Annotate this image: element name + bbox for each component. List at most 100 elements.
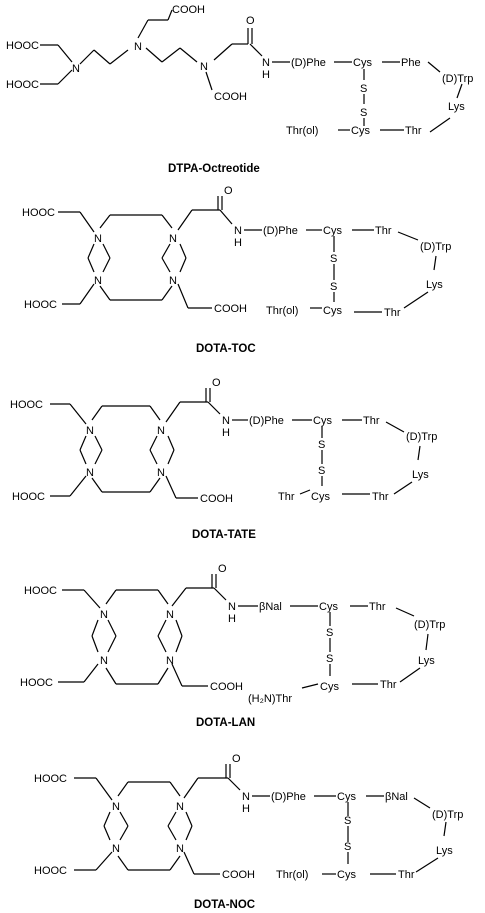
tate-bonds xyxy=(50,388,421,499)
toc-residue-trp: (D)Trp xyxy=(420,241,451,253)
dtpa-c-terminus: Thr(ol) xyxy=(286,125,318,137)
lan-n-bottom-right: N xyxy=(166,655,174,667)
toc-hooc-top-label: HOOC xyxy=(22,207,55,219)
tate-amide-h: H xyxy=(222,427,230,439)
toc-amide-n: N xyxy=(234,225,242,237)
dtpa-n-mid: N xyxy=(134,41,142,53)
lan-residue-3: Thr xyxy=(369,601,386,613)
tate-residue-1: (D)Phe xyxy=(249,415,284,427)
toc-n-bottom-left: N xyxy=(94,275,102,287)
noc-sulfur-2: S xyxy=(344,841,351,853)
dtpa-residue-3: Phe xyxy=(401,57,421,69)
toc-sulfur-2: S xyxy=(330,281,337,293)
lan-bonds xyxy=(58,574,429,689)
dtpa-residue-trp: (D)Trp xyxy=(442,73,473,85)
lan-n-top-right: N xyxy=(166,609,174,621)
dtpa-residue-1: (D)Phe xyxy=(291,57,326,69)
noc-c-terminus: Thr(ol) xyxy=(276,869,308,881)
tate-cys-bottom: Cys xyxy=(311,491,330,503)
tate-n-top-left: N xyxy=(86,425,94,437)
tate-sulfur-1: S xyxy=(318,439,325,451)
lan-carbonyl-o: O xyxy=(218,563,227,575)
tate-cooh-label: COOH xyxy=(200,493,233,505)
toc-sulfur-1: S xyxy=(330,253,337,265)
dtpa-sulfur-1: S xyxy=(360,83,367,95)
toc-cys-top: Cys xyxy=(323,225,342,237)
lan-cys-bottom: Cys xyxy=(320,681,339,693)
toc-hooc-bottom-label: HOOC xyxy=(24,299,57,311)
tate-residue-lys: Lys xyxy=(412,469,429,481)
noc-hooc-bottom-label: HOOC xyxy=(34,865,67,877)
dtpa-n-left: N xyxy=(72,63,80,75)
dtpa-sulfur-2: S xyxy=(360,107,367,119)
toc-n-top-left: N xyxy=(94,233,102,245)
lan-caption: DOTA-LAN xyxy=(196,717,255,729)
noc-n-top-left: N xyxy=(112,801,120,813)
toc-caption: DOTA-TOC xyxy=(196,343,256,355)
toc-cooh-label: COOH xyxy=(214,303,247,315)
dtpa-cooh-top-label: COOH xyxy=(172,4,205,16)
noc-n-bottom-left: N xyxy=(112,843,120,855)
toc-residue-lys: Lys xyxy=(426,279,443,291)
noc-cys-top: Cys xyxy=(337,791,356,803)
tate-residue-3: Thr xyxy=(363,415,380,427)
noc-residue-trp: (D)Trp xyxy=(432,809,463,821)
toc-cys-bottom: Cys xyxy=(323,305,342,317)
noc-cooh-label: COOH xyxy=(222,869,255,881)
tate-carbonyl-o: O xyxy=(212,377,221,389)
dtpa-bonds xyxy=(40,9,463,133)
tate-n-bottom-left: N xyxy=(86,467,94,479)
lan-residue-lys: Lys xyxy=(418,655,435,667)
structure-dota-toc: HOOC HOOC COOH N N N N O N H (D)Phe Cys … xyxy=(22,185,451,355)
dtpa-cooh-bottom-label: COOH xyxy=(214,91,247,103)
lan-hooc-bottom-label: HOOC xyxy=(20,677,53,689)
dtpa-residue-lys: Lys xyxy=(448,101,465,113)
tate-hooc-top-label: HOOC xyxy=(10,399,43,411)
noc-residue-3: βNal xyxy=(385,791,408,803)
noc-hooc-top-label: HOOC xyxy=(34,773,67,785)
toc-amide-h: H xyxy=(234,237,242,249)
dtpa-hooc-lower-label: HOOC xyxy=(6,79,39,91)
noc-residue-thr: Thr xyxy=(398,869,415,881)
dtpa-amide-n: N xyxy=(262,57,270,69)
structure-dtpa-octreotide: COOH HOOC HOOC N N N COOH O N H (D)Phe C… xyxy=(6,4,473,175)
toc-n-top-right: N xyxy=(169,233,177,245)
dtpa-carbonyl-o: O xyxy=(246,15,255,27)
noc-n-top-right: N xyxy=(176,801,184,813)
lan-amide-n: N xyxy=(228,601,236,613)
noc-residue-1: (D)Phe xyxy=(271,791,306,803)
lan-residue-trp: (D)Trp xyxy=(414,619,445,631)
lan-n-bottom-left: N xyxy=(100,655,108,667)
dtpa-amide-h: H xyxy=(262,69,270,81)
dtpa-caption: DTPA-Octreotide xyxy=(168,163,260,175)
tate-residue-thr: Thr xyxy=(372,491,389,503)
toc-residue-thr: Thr xyxy=(384,307,401,319)
toc-residue-3: Thr xyxy=(375,225,392,237)
structure-dota-lan: HOOC HOOC COOH N N N N O N H βNal Cys Th… xyxy=(20,563,445,729)
tate-c-terminus: Thr xyxy=(278,491,295,503)
dtpa-cys-bottom: Cys xyxy=(351,125,370,137)
toc-carbonyl-o: O xyxy=(224,185,233,197)
tate-sulfur-2: S xyxy=(318,465,325,477)
tate-n-bottom-right: N xyxy=(157,467,165,479)
dtpa-n-right: N xyxy=(200,61,208,73)
lan-cooh-label: COOH xyxy=(210,681,243,693)
noc-amide-h: H xyxy=(242,803,250,815)
dtpa-hooc-upper-label: HOOC xyxy=(6,40,39,52)
tate-residue-trp: (D)Trp xyxy=(406,431,437,443)
noc-sulfur-1: S xyxy=(344,815,351,827)
noc-bonds xyxy=(74,764,447,875)
lan-hooc-top-label: HOOC xyxy=(24,585,57,597)
toc-n-bottom-right: N xyxy=(169,275,177,287)
tate-n-top-right: N xyxy=(157,425,165,437)
tate-hooc-bottom-label: HOOC xyxy=(12,491,45,503)
tate-cys-top: Cys xyxy=(313,415,332,427)
structure-dota-tate: HOOC HOOC COOH N N N N O N H (D)Phe Cys … xyxy=(10,377,437,541)
lan-residue-1: βNal xyxy=(259,601,282,613)
lan-cys-top: Cys xyxy=(319,601,338,613)
structure-dota-noc: HOOC HOOC COOH N N N N O N H (D)Phe Cys … xyxy=(34,753,463,911)
lan-sulfur-1: S xyxy=(326,627,333,639)
noc-amide-n: N xyxy=(242,791,250,803)
tate-amide-n: N xyxy=(222,415,230,427)
